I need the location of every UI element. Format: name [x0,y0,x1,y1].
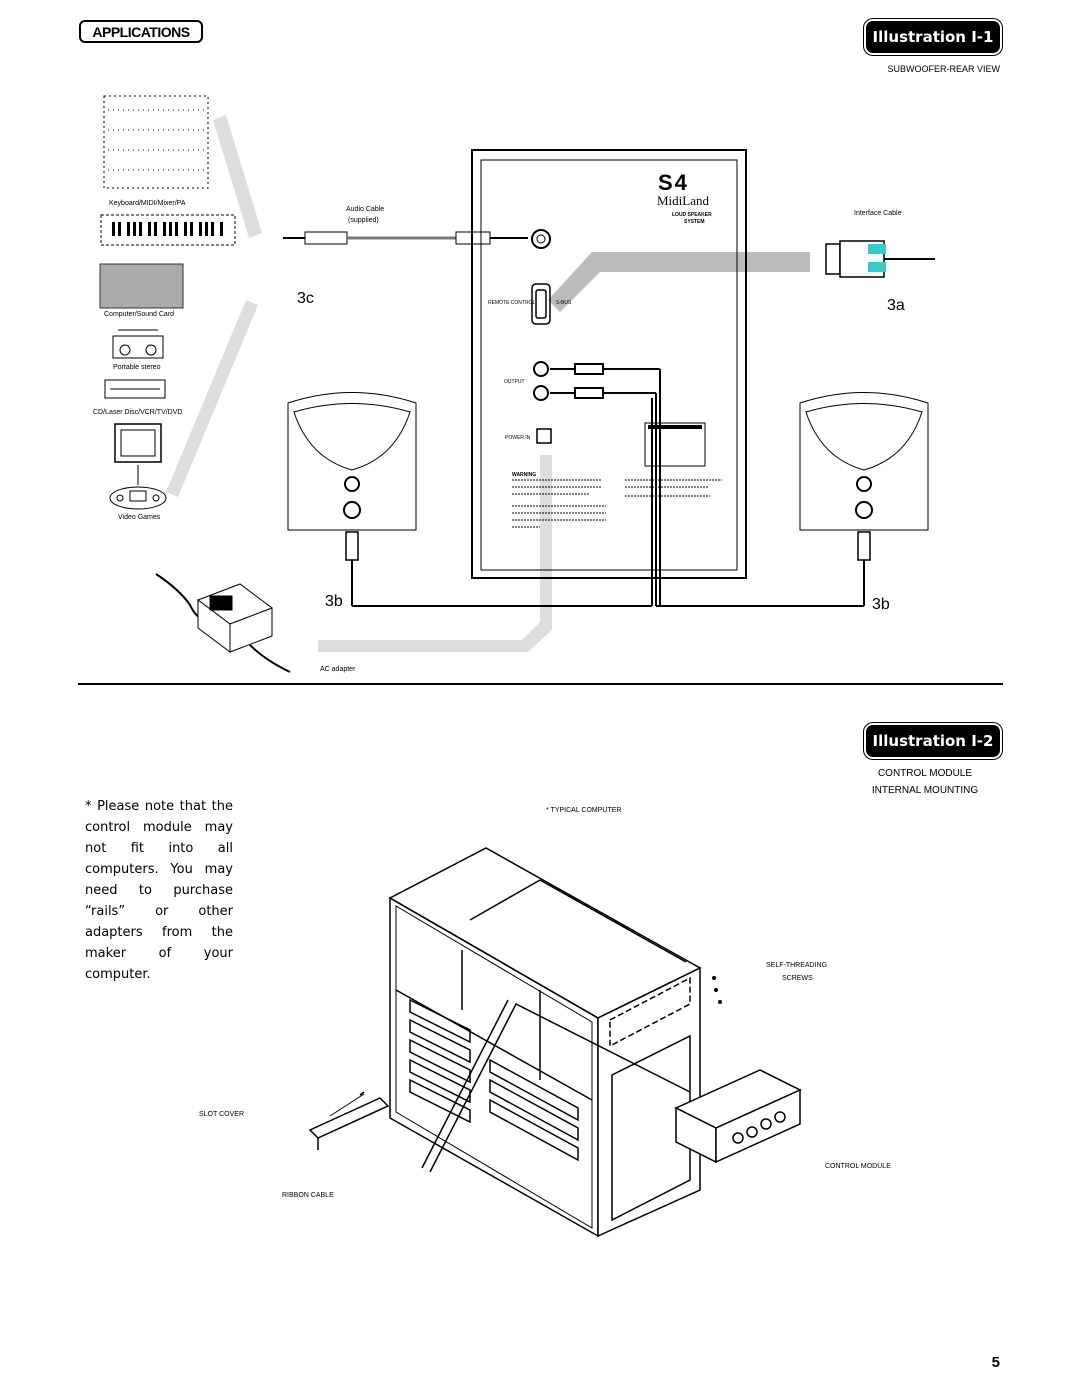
ribbon-cable [421,999,691,1173]
control-module-icon [674,1069,802,1164]
illustration-2-subtitle-line1: CONTROL MODULE [877,768,973,779]
slot-cover-label: SLOT COVER [199,1111,244,1118]
remote-control-label: REMOTE CONTROL [488,300,536,306]
illustration-1-diagram [99,95,935,673]
screw-icons [712,976,722,1004]
logo-s4: S4 [658,170,689,195]
computer-case [388,847,702,1238]
source-label-cd-laser: CD/Laser Disc/VCR/TV/DVD [93,409,183,416]
logo-loud-speaker: LOUD SPEAKER [672,212,712,218]
rating-label [644,422,706,467]
callout-3a: 3a [887,297,905,314]
keyboard-icon [100,214,236,246]
s-bus-label: S-BUS [556,300,572,306]
game-controller-icon [109,465,167,510]
left-speaker [287,392,417,606]
db9-port [531,283,551,325]
audio-cable-label: Audio Cable [346,206,385,213]
rca-cables [352,363,864,607]
output-label: OUTPUT [504,379,525,385]
output-jack-l [533,385,549,401]
power-in-label: POWER IN [505,435,531,441]
portable-stereo-icon [112,329,164,359]
illustration-1-subtitle: SUBWOOFER-REAR VIEW [887,64,1000,74]
warning-text-block [512,479,722,528]
callout-3c: 3c [297,290,314,307]
cd-player-icon [104,379,166,399]
illustration-2-title: Illustration I-2 [866,725,1000,757]
interface-cable-label: Interface Cable [854,210,902,217]
source-label-portable-stereo: Portable stereo [113,364,161,371]
page-number: 5 [991,1354,1000,1371]
grey-band-sources [166,300,258,497]
computer-icon [99,263,184,309]
ribbon-cable-label: RIBBON CABLE [282,1192,334,1199]
section-badge: APPLICATIONS [79,20,203,43]
grey-band-keyboard [213,115,262,238]
keyboard-mixer-icon [103,95,209,189]
ac-adapter-icon [155,573,291,673]
mounting-note: * Please note that the control module ma… [85,799,233,982]
source-label-computer: Computer/Sound Card [104,311,175,318]
interface-cable-connector [825,240,935,278]
illustration-1-title: Illustration I-1 [866,21,1000,53]
subwoofer-outline [471,149,747,579]
illustration-2-subtitle-line2: INTERNAL MOUNTING [871,785,979,796]
warning-label: WARNING [512,472,537,478]
audio-cable-supplied-label: (supplied) [348,217,379,224]
source-label-video-games: Video Games [118,514,161,521]
control-module-label: CONTROL MODULE [825,1163,891,1170]
source-label-keyboard: Keyboard/MIDI/Mixer/PA [109,200,186,207]
audio-input-jack [531,229,551,249]
section-divider [78,683,1003,685]
ac-adapter-label: AC adapter [320,666,356,673]
power-in-jack [536,428,552,444]
callout-3b-right: 3b [872,596,890,613]
screws-label: SCREWS [782,975,813,982]
tv-icon [114,423,162,463]
expansion-cards [409,998,579,1162]
typical-computer-label: * TYPICAL COMPUTER [546,807,622,814]
output-jack-r [533,361,549,377]
slot-cover-icon [308,1091,390,1150]
callout-3b-left: 3b [325,593,343,610]
logo-system: SYSTEM [684,219,705,225]
logo-midiland: MidiLand [657,193,709,208]
right-speaker [799,392,929,606]
grey-band-interface [548,252,810,312]
self-threading-label: SELF-THREADING [766,962,828,969]
